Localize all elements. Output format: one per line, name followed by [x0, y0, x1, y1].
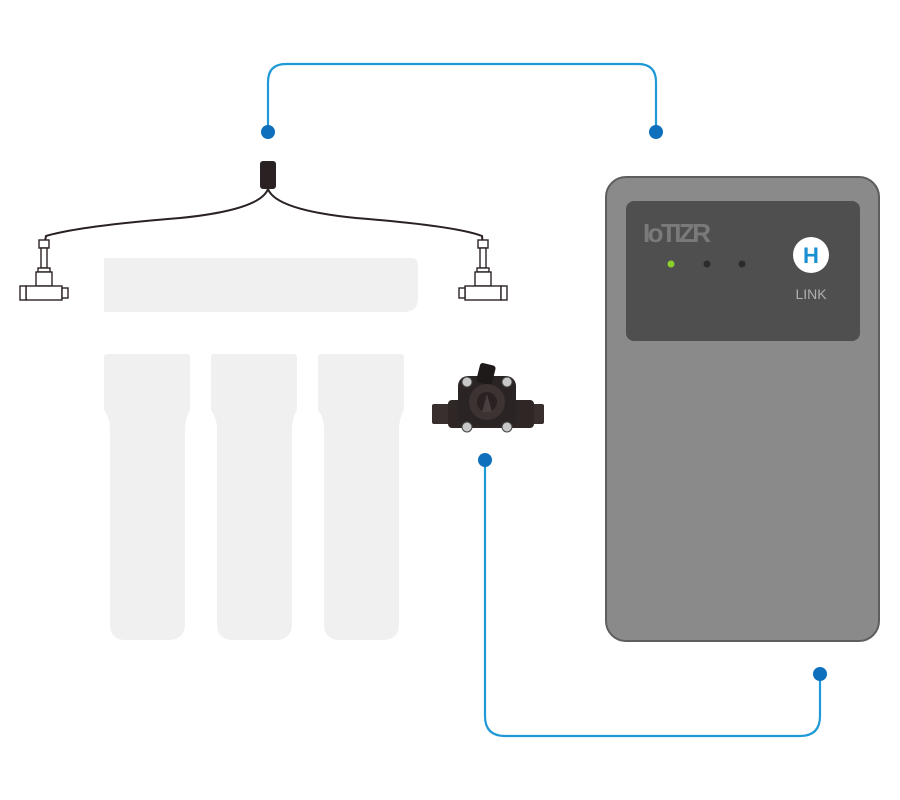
cable-connector-icon: [260, 161, 276, 189]
iotizr-link-device: IoTIZR H LINK: [605, 176, 880, 642]
water-flow-sensor-icon: [432, 362, 544, 433]
link-badge-letter: H: [803, 243, 819, 268]
tee-valve-icon: [458, 239, 508, 301]
sensor-wire-left: [43, 188, 269, 247]
cable-endpoint-device-top: [649, 125, 663, 139]
cable-bottom: [483, 460, 822, 738]
sensor-wire-right: [267, 188, 484, 247]
filter-cartridge-2: [211, 354, 297, 640]
status-led-2: [703, 260, 711, 268]
cable-top: [266, 62, 658, 132]
cable-endpoint-device-bottom: [813, 667, 827, 681]
status-led-1: [667, 260, 675, 268]
cable-endpoint-flow-sensor: [478, 453, 492, 467]
tee-valve-icon: [19, 239, 69, 301]
filter-manifold: [104, 258, 418, 312]
device-brand: IoTIZR: [643, 218, 711, 248]
water-filter-system: [104, 258, 418, 640]
cable-endpoint-sensor: [261, 125, 275, 139]
link-label: LINK: [795, 286, 827, 302]
device-panel: [626, 201, 860, 341]
link-badge: [793, 237, 829, 273]
filter-cartridge-3: [318, 354, 404, 640]
filter-cartridge-1: [104, 354, 190, 640]
status-led-3: [738, 260, 746, 268]
